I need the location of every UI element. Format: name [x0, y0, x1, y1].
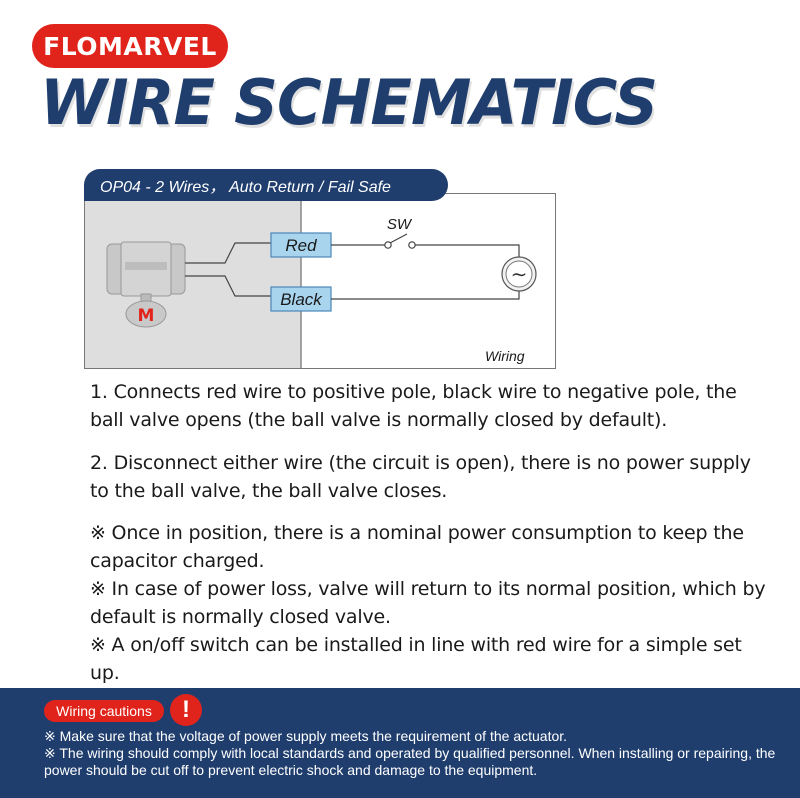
wiring-cautions-badge: Wiring cautions	[44, 700, 164, 722]
valve-icon	[106, 241, 186, 305]
cautions-text: ※ Make sure that the voltage of power su…	[44, 728, 784, 779]
brand-logo: FLOMARVEL	[32, 24, 228, 68]
instructions: 1. Connects red wire to positive pole, b…	[90, 378, 770, 687]
ac-source-icon: ∼	[501, 256, 537, 292]
switch-lever	[389, 233, 408, 244]
wiring-cautions-panel: Wiring cautions ! ※ Make sure that the v…	[0, 688, 800, 798]
red-wire-label-box	[270, 232, 332, 258]
red-wire-lead	[185, 242, 273, 264]
note-1: ※ Once in position, there is a nominal p…	[90, 522, 744, 572]
caution-line-1: ※ Make sure that the voltage of power su…	[44, 728, 568, 744]
black-circuit-wire	[331, 290, 520, 300]
black-wire-lead	[185, 275, 273, 297]
instruction-2: 2. Disconnect either wire (the circuit i…	[90, 452, 751, 502]
note-2: ※ In case of power loss, valve will retu…	[90, 578, 766, 628]
ac-source-symbol: ∼	[511, 262, 528, 286]
diagram-title-tab: OP04 - 2 Wires， Auto Return / Fail Safe	[84, 169, 448, 201]
switch-label: SW	[387, 216, 413, 233]
motor-icon: M	[125, 300, 167, 328]
page-title: WIRE SCHEMATICS	[40, 66, 658, 139]
switch-contact-left	[384, 241, 392, 249]
switch-contact-right	[408, 241, 416, 249]
wiring-caption: Wiring	[485, 348, 525, 364]
caution-line-2: ※ The wiring should comply with local st…	[44, 745, 776, 778]
red-circuit-return	[415, 244, 520, 258]
instruction-1: 1. Connects red wire to positive pole, b…	[90, 381, 737, 431]
motor-label: M	[138, 306, 155, 326]
wiring-diagram-svg: M Red Black SW ∼ Wiring	[85, 194, 537, 368]
black-wire-label: Black	[280, 290, 323, 309]
warning-icon: !	[170, 694, 202, 726]
wiring-diagram: M Red Black SW ∼ Wiring	[84, 193, 556, 369]
note-3: ※ A on/off switch can be installed in li…	[90, 634, 742, 684]
red-wire-label: Red	[285, 236, 317, 255]
